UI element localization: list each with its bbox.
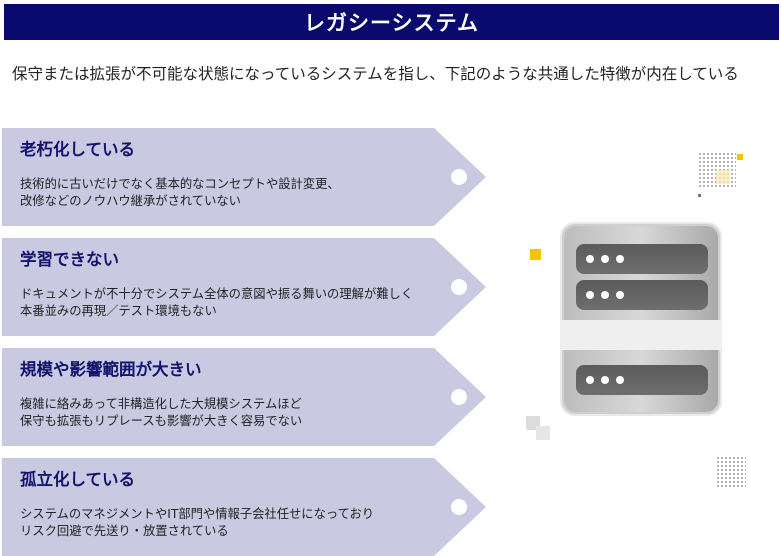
feature-card-unlearnable: 学習できない ドキュメントが不十分でシステム全体の意図や振る舞いの理解が難しく … (2, 238, 486, 336)
card-description: 複雑に絡みあって非構造化した大規模システムほど 保守も拡張もリプレースも影響が大… (20, 396, 302, 430)
card-description-line: 保守も拡張もリプレースも影響が大きく容易でない (20, 414, 303, 428)
card-description: ドキュメントが不十分でシステム全体の意図や振る舞いの理解が難しく 本番並みの再現… (20, 286, 413, 320)
square-decoration (536, 426, 550, 440)
card-description-line: リスク回避で先送り・放置されている (20, 524, 229, 538)
card-heading: 孤立化している (20, 470, 136, 489)
circle-marker-icon (451, 169, 467, 185)
yellow-square-decoration (737, 154, 743, 160)
card-description-line: システムのマネジメントやIT部門や情報子会社任せになっており (20, 507, 375, 521)
circle-marker-icon (451, 279, 467, 295)
square-decoration (716, 170, 730, 184)
card-heading: 老朽化している (20, 140, 136, 159)
feature-card-large-scope: 規模や影響範囲が大きい 複雑に絡みあって非構造化した大規模システムほど 保守も拡… (2, 348, 486, 446)
circle-marker-icon (451, 499, 467, 515)
card-heading: 規模や影響範囲が大きい (20, 360, 202, 379)
dot-pattern-decoration (716, 456, 746, 488)
dot-decoration (698, 194, 701, 197)
card-description-line: 改修などのノウハウ継承がされていない (20, 194, 241, 208)
card-description-line: 技術的に古いだけでなく基本的なコンセプトや設計変更、 (20, 177, 340, 191)
page-title: レガシーシステム (304, 11, 479, 35)
page-subtitle: 保守または拡張が不可能な状態になっているシステムを指し、下記のような共通した特徴… (12, 65, 739, 83)
feature-card-isolated: 孤立化している システムのマネジメントやIT部門や情報子会社任せになっており リ… (2, 458, 486, 556)
card-description-line: 本番並みの再現／テスト環境もない (20, 304, 217, 318)
card-heading: 学習できない (20, 250, 119, 269)
card-description: 技術的に古いだけでなく基本的なコンセプトや設計変更、 改修などのノウハウ継承がさ… (20, 176, 340, 210)
yellow-square-decoration (530, 249, 541, 260)
card-description-line: ドキュメントが不十分でシステム全体の意図や振る舞いの理解が難しく (20, 287, 414, 301)
circle-marker-icon (451, 389, 467, 405)
feature-card-aging: 老朽化している 技術的に古いだけでなく基本的なコンセプトや設計変更、 改修などの… (2, 128, 486, 226)
card-description: システムのマネジメントやIT部門や情報子会社任せになっており リスク回避で先送り… (20, 506, 374, 540)
server-icon (560, 222, 722, 416)
title-bar: レガシーシステム (4, 4, 779, 40)
card-description-line: 複雑に絡みあって非構造化した大規模システムほど (20, 397, 302, 411)
